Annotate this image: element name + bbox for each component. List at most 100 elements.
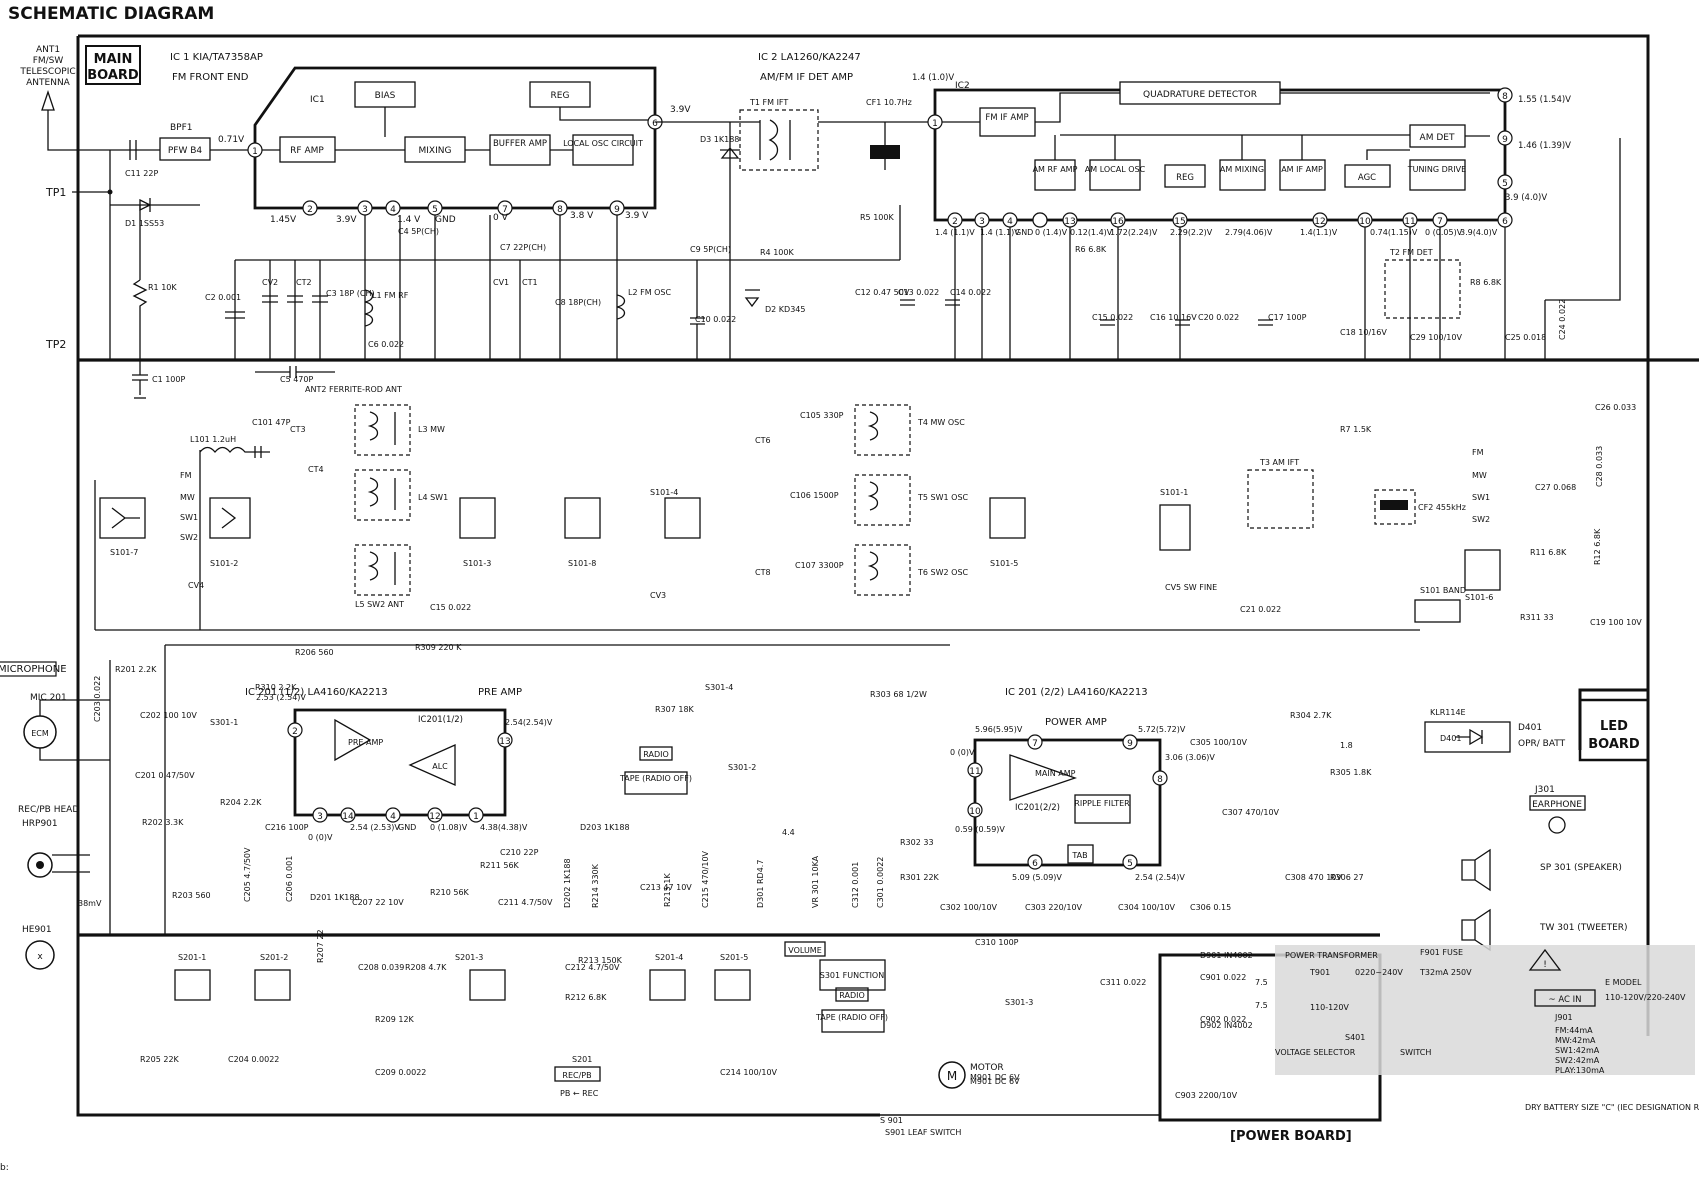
svg-text:KLR114E: KLR114E: [1430, 708, 1466, 717]
switch-s101-3: S101-3: [459, 497, 496, 568]
ic1-v-pin6: 3.9V: [670, 105, 691, 115]
svg-text:HRP901: HRP901: [22, 819, 58, 829]
svg-text:R5 100K: R5 100K: [860, 213, 894, 222]
ic1-block-mixing: MIXING: [419, 146, 452, 156]
footnote: b:: [0, 1163, 9, 1173]
svg-text:T3 AM IFT: T3 AM IFT: [1259, 458, 1299, 467]
svg-text:FM: FM: [1472, 448, 1484, 457]
svg-text:CT3: CT3: [290, 425, 306, 434]
svg-text:9: 9: [1502, 135, 1508, 145]
svg-text:D201 1K188: D201 1K188: [310, 893, 360, 902]
svg-text:AGC: AGC: [1358, 173, 1376, 183]
svg-text:PLAY:130mA: PLAY:130mA: [1555, 1066, 1605, 1075]
svg-text:R304 2.7K: R304 2.7K: [1290, 711, 1332, 720]
svg-text:3: 3: [317, 812, 323, 822]
antenna-label-4: ANTENNA: [26, 78, 71, 88]
svg-text:R6 6.8K: R6 6.8K: [1075, 245, 1107, 254]
svg-text:C5 470P: C5 470P: [280, 375, 313, 384]
svg-text:S201-2: S201-2: [260, 953, 288, 962]
svg-text:PRE AMP: PRE AMP: [478, 687, 522, 698]
svg-text:CT8: CT8: [755, 568, 771, 577]
svg-text:R203 560: R203 560: [172, 891, 211, 900]
svg-text:C301 0.0022: C301 0.0022: [876, 857, 885, 908]
svg-text:C203 0.022: C203 0.022: [93, 676, 102, 722]
svg-text:R209 12K: R209 12K: [375, 1015, 415, 1024]
ic1-name: IC1: [310, 95, 325, 105]
svg-text:S301-3: S301-3: [1005, 998, 1033, 1007]
svg-text:C20 0.022: C20 0.022: [1198, 313, 1239, 322]
antenna-label-3: TELESCOPIC: [19, 67, 75, 77]
svg-text:C25 0.018: C25 0.018: [1505, 333, 1546, 342]
svg-text:CV5 SW FINE: CV5 SW FINE: [1165, 583, 1217, 592]
svg-text:S901 LEAF SWITCH: S901 LEAF SWITCH: [885, 1128, 961, 1137]
svg-text:D301 RD4.7: D301 RD4.7: [756, 860, 765, 908]
svg-text:D401: D401: [1440, 734, 1461, 743]
svg-text:6: 6: [1032, 859, 1038, 869]
svg-text:C8 18P(CH): C8 18P(CH): [555, 298, 601, 307]
svg-text:C15 0.022: C15 0.022: [1092, 313, 1133, 322]
antenna-label-1: ANT1: [36, 45, 60, 55]
svg-text:C310 100P: C310 100P: [975, 938, 1019, 947]
ic1: IC 1 KIA/TA7358AP FM FRONT END IC1 BIAS …: [170, 52, 691, 225]
svg-text:SW1:42mA: SW1:42mA: [1555, 1046, 1600, 1055]
svg-text:C212 4.7/50V: C212 4.7/50V: [565, 963, 620, 972]
ic2-desc: AM/FM IF DET AMP: [760, 72, 853, 83]
svg-text:AM IF AMP: AM IF AMP: [1281, 165, 1323, 174]
ic1-pin-8: 8: [557, 205, 563, 215]
svg-text:ALC: ALC: [432, 762, 448, 771]
svg-text:5: 5: [1502, 179, 1508, 189]
svg-text:C11 22P: C11 22P: [125, 169, 158, 178]
svg-text:12: 12: [1314, 217, 1325, 227]
svg-text:R1 10K: R1 10K: [148, 283, 177, 292]
ic201-pre-amp: IC 201 (1/2) LA4160/KA2213 PRE AMP IC201…: [245, 687, 553, 842]
svg-text:11: 11: [969, 767, 980, 777]
ic2-support-network: C12 0.47 50V C13 0.022 C14 0.022 R6 6.8K…: [855, 138, 1621, 360]
power-board-label: [POWER BOARD]: [1230, 1129, 1352, 1144]
svg-text:11: 11: [1404, 217, 1415, 227]
svg-text:L5 SW2 ANT: L5 SW2 ANT: [355, 600, 404, 609]
svg-text:7: 7: [1437, 217, 1443, 227]
svg-text:R12 6.8K: R12 6.8K: [1593, 528, 1602, 565]
svg-text:QUADRATURE DETECTOR: QUADRATURE DETECTOR: [1143, 90, 1257, 100]
svg-text:3.9 (4.0)V: 3.9 (4.0)V: [1505, 193, 1547, 203]
svg-text:2.54(2.54)V: 2.54(2.54)V: [505, 718, 553, 727]
svg-text:R305 1.8K: R305 1.8K: [1330, 768, 1372, 777]
function-switch-labels: RADIO TAPE (RADIO OFF) VOLUME S301 FUNCT…: [554, 746, 888, 1098]
svg-text:DRY BATTERY SIZE "C" (IEC DESI: DRY BATTERY SIZE "C" (IEC DESIGNATION R1…: [1525, 1103, 1699, 1112]
svg-text:C4 5P(CH): C4 5P(CH): [398, 227, 439, 236]
svg-text:C205 4.7/50V: C205 4.7/50V: [243, 847, 252, 902]
svg-text:8: 8: [1502, 92, 1508, 102]
svg-text:1: 1: [932, 119, 938, 129]
ic1-v-pin3: 3.9V: [336, 215, 357, 225]
svg-text:R205 22K: R205 22K: [140, 1055, 180, 1064]
svg-text:0 (0)V: 0 (0)V: [950, 748, 975, 757]
svg-text:D401: D401: [1518, 723, 1542, 733]
ic1-block-rf-amp: RF AMP: [290, 146, 324, 156]
switch-s101-8: S101-8: [564, 497, 601, 568]
svg-text:5: 5: [1127, 859, 1133, 869]
svg-text:x: x: [37, 952, 43, 962]
ic1-pin-3: 3: [362, 205, 368, 215]
svg-text:T4 MW OSC: T4 MW OSC: [917, 418, 965, 427]
svg-text:EARPHONE: EARPHONE: [1532, 800, 1582, 810]
svg-text:C303 220/10V: C303 220/10V: [1025, 903, 1083, 912]
ic1-v-pin1: 0.71V: [218, 135, 245, 145]
svg-text:4.4: 4.4: [782, 828, 795, 837]
svg-text:C312 0.001: C312 0.001: [851, 862, 860, 908]
svg-text:AM MIXING: AM MIXING: [1220, 165, 1264, 174]
svg-text:MW: MW: [1472, 471, 1487, 480]
svg-text:C207 22 10V: C207 22 10V: [352, 898, 404, 907]
ic1-block-buffer-amp: BUFFER AMP: [493, 139, 547, 149]
ic1-block-local-osc: LOCAL OSC CIRCUIT: [563, 139, 643, 148]
main-board-frame: [76, 34, 1650, 1122]
svg-text:C215 470/10V: C215 470/10V: [701, 850, 710, 908]
svg-text:E MODEL: E MODEL: [1605, 978, 1642, 987]
svg-text:SWITCH: SWITCH: [1400, 1048, 1431, 1057]
svg-text:R210 56K: R210 56K: [430, 888, 470, 897]
ic1-pin-4: 4: [390, 205, 396, 215]
svg-text:S101-5: S101-5: [990, 559, 1018, 568]
svg-text:CT1: CT1: [522, 278, 538, 287]
svg-text:2.29(2.2)V: 2.29(2.2)V: [1170, 228, 1213, 237]
svg-text:M901 DC 6V: M901 DC 6V: [970, 1077, 1020, 1086]
